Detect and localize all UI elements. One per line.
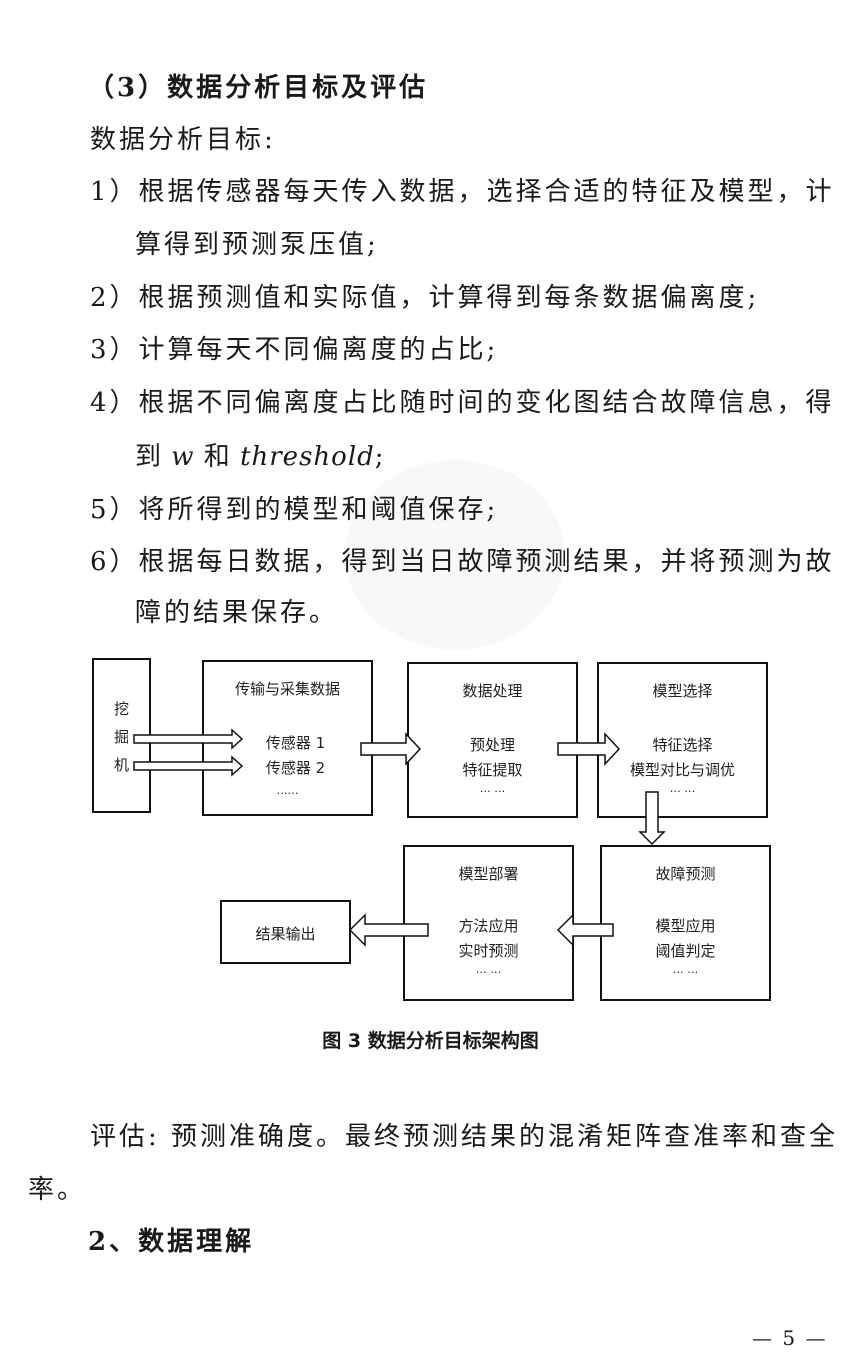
section-heading: （3）数据分析目标及评估: [88, 73, 429, 103]
arrow-right-icon: [360, 732, 422, 766]
watermark: [345, 460, 565, 650]
arrow-right-icon: [557, 732, 621, 766]
evaluation-text: 评估: 预测准确度。最终预测结果的混淆矩阵查准率和查全: [90, 1122, 839, 1152]
list-item: 6）根据每日数据，得到当日故障预测结果，并将预测为故: [90, 547, 835, 577]
arrow-left-icon: [348, 913, 429, 947]
list-item: 3）计算每天不同偏离度的占比;: [90, 335, 499, 365]
list-item: 5）将所得到的模型和阈值保存;: [90, 495, 499, 525]
arrow-down-icon: [638, 791, 666, 846]
result-output-box: 结果输出: [220, 900, 351, 964]
page-number: — 5 —: [752, 1326, 828, 1350]
list-item: 1）根据传感器每天传入数据，选择合适的特征及模型，计: [90, 177, 835, 207]
section-title: 2、数据理解: [88, 1227, 255, 1257]
model-deploy-box: 模型部署 方法应用 实时预测 … …: [403, 845, 574, 1001]
list-item: 4）根据不同偏离度占比随时间的变化图结合故障信息，得: [90, 388, 835, 418]
figure-caption: 图 3 数据分析目标架构图: [322, 1030, 539, 1052]
arrow-right-icon: [133, 755, 244, 777]
fault-predict-box: 故障预测 模型应用 阈值判定 … …: [600, 845, 771, 1001]
list-item-cont: 障的结果保存。: [135, 598, 339, 628]
evaluation-text-cont: 率。: [28, 1175, 87, 1205]
arrow-right-icon: [133, 728, 244, 750]
list-item-cont: 到 w 和 threshold;: [135, 442, 385, 472]
model-select-box: 模型选择 特征选择 模型对比与调优 … …: [597, 662, 768, 818]
arrow-left-icon: [556, 913, 614, 947]
list-item-cont: 算得到预测泵压值;: [135, 230, 379, 260]
goal-label: 数据分析目标:: [90, 125, 276, 155]
data-process-box: 数据处理 预处理 特征提取 … …: [407, 662, 578, 818]
list-item: 2）根据预测值和实际值，计算得到每条数据偏离度;: [90, 283, 760, 313]
